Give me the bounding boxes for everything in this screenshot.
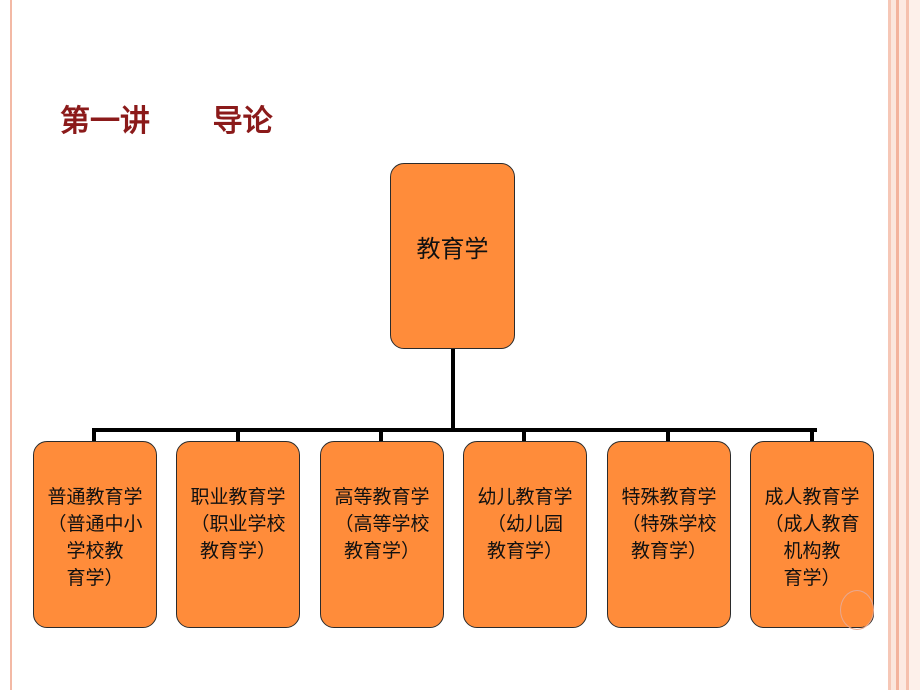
root-node-label: 教育学 xyxy=(416,234,489,263)
node-line: （幼儿园 xyxy=(486,513,563,535)
connector-drop-2 xyxy=(236,428,240,442)
right-decorative-stripes xyxy=(884,0,920,690)
connector-drop-6 xyxy=(810,428,814,442)
root-node: 教育学 xyxy=(390,163,515,349)
decorative-circle xyxy=(840,590,874,630)
child-node-adult-education: 成人教育学 （成人教育 机构教 育学） xyxy=(750,441,874,628)
connector-drop-1 xyxy=(92,428,96,442)
node-line: （高等学校 xyxy=(334,513,430,535)
connector-drop-5 xyxy=(666,428,670,442)
node-line: 成人教育学 xyxy=(764,486,860,508)
child-node-vocational-education: 职业教育学 （职业学校 教育学） xyxy=(176,441,300,628)
slide-title: 第一讲 导论 xyxy=(60,104,273,139)
left-frame-line xyxy=(10,0,12,690)
node-line: 幼儿教育学 xyxy=(477,486,573,508)
connector-root-stem xyxy=(451,349,455,431)
node-line: 高等教育学 xyxy=(334,486,430,508)
node-line: 育学） xyxy=(783,567,841,589)
node-line: 机构教 xyxy=(783,540,841,562)
child-node-preschool-education: 幼儿教育学 （幼儿园 教育学） xyxy=(463,441,587,628)
node-line: 教育学） xyxy=(343,540,420,562)
node-line: 育学） xyxy=(66,567,124,589)
child-node-general-education: 普通教育学 （普通中小 学校教 育学） xyxy=(33,441,157,628)
node-line: 学校教 xyxy=(66,540,124,562)
node-line: 教育学） xyxy=(486,540,563,562)
node-line: 普通教育学 xyxy=(47,486,143,508)
node-line: 教育学） xyxy=(199,540,276,562)
connector-horizontal-bar xyxy=(92,428,817,432)
node-line: （普通中小 xyxy=(47,513,143,535)
node-line: （成人教育 xyxy=(764,513,860,535)
connector-drop-3 xyxy=(379,428,383,442)
node-line: 职业教育学 xyxy=(190,486,286,508)
connector-drop-4 xyxy=(522,428,526,442)
child-node-higher-education: 高等教育学 （高等学校 教育学） xyxy=(320,441,444,628)
node-line: 特殊教育学 xyxy=(621,486,717,508)
child-node-special-education: 特殊教育学 （特殊学校 教育学） xyxy=(607,441,731,628)
node-line: （特殊学校 xyxy=(621,513,717,535)
node-line: 教育学） xyxy=(630,540,707,562)
node-line: （职业学校 xyxy=(190,513,286,535)
